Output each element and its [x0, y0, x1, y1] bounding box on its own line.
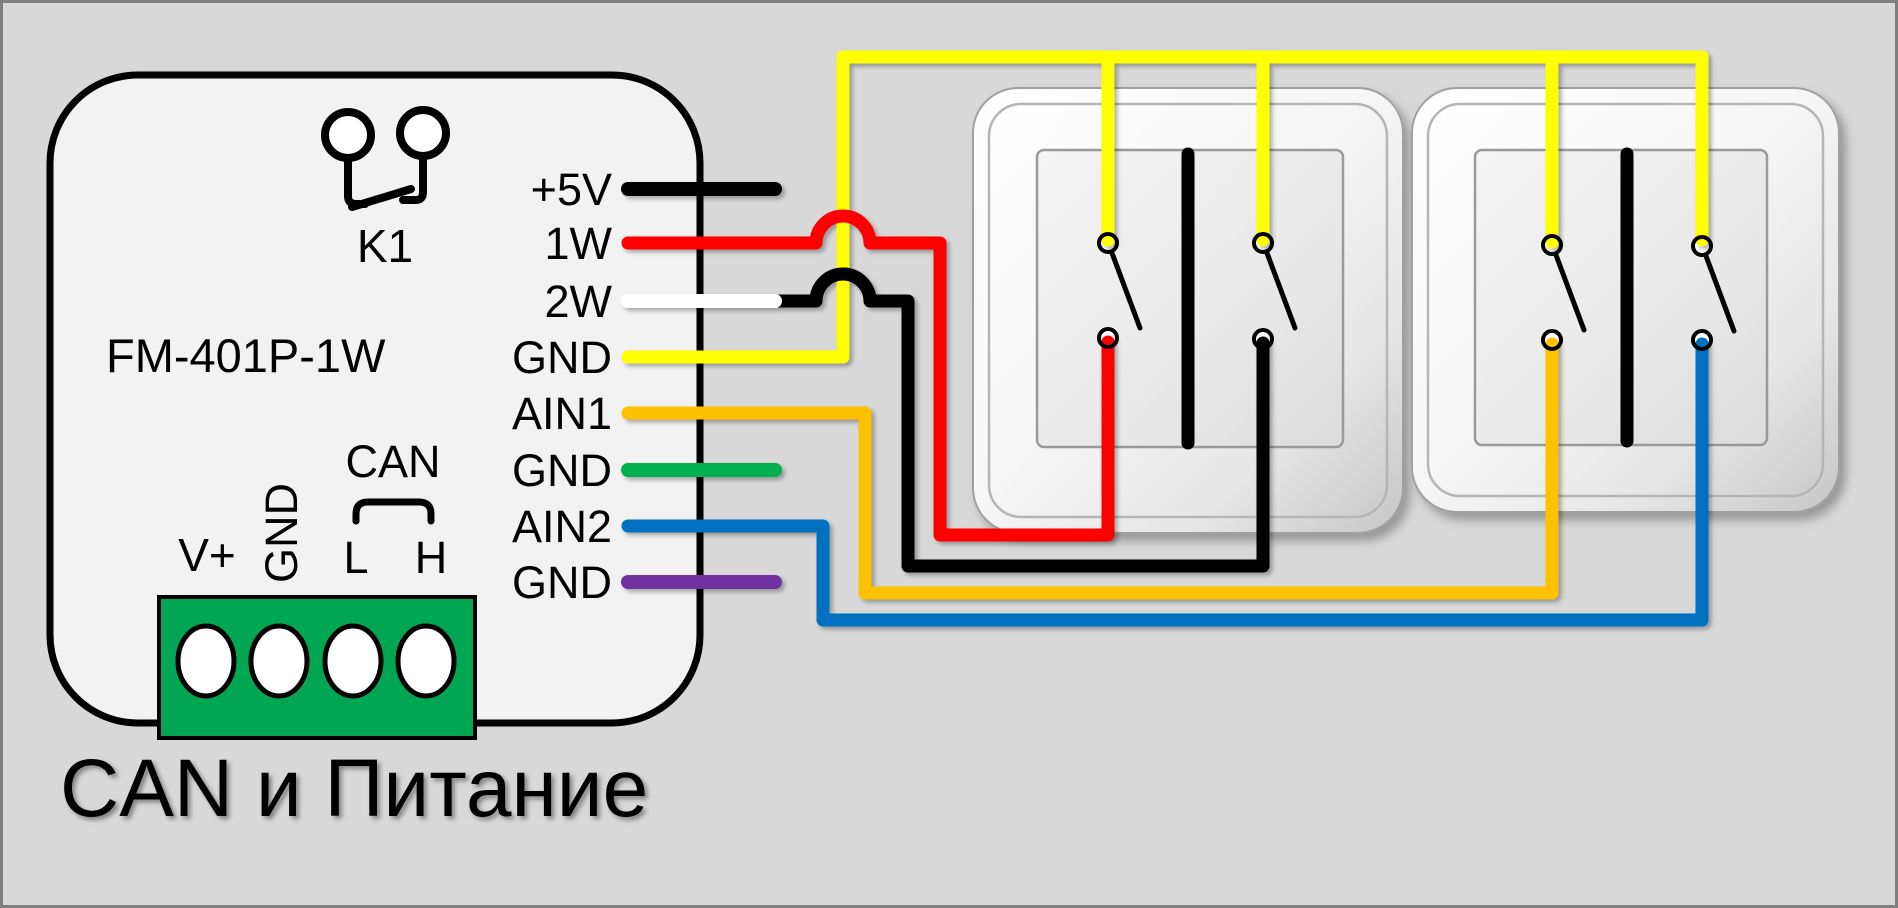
pin-label-ain1: AIN1 — [512, 388, 612, 439]
page-title: CAN и Питание — [60, 743, 648, 834]
terminal-label-can: CAN — [345, 436, 440, 487]
relay-stem-right — [399, 152, 427, 204]
relay-lever — [348, 185, 415, 211]
plate-1-rim — [987, 102, 1389, 519]
terminal-hole-can-l — [322, 623, 384, 699]
can-bracket — [352, 498, 435, 525]
switch-plate-2 — [1411, 87, 1840, 513]
lever-switch2-left — [1553, 252, 1587, 333]
wire-ain1-orange — [621, 337, 1559, 600]
pin-label-gnd1: GND — [512, 332, 612, 383]
switch-plate-1 — [972, 87, 1404, 534]
wire-gnd-yellow-bus — [621, 50, 1709, 364]
module-fm401p — [46, 71, 704, 740]
lever-switch2-right — [1703, 253, 1737, 334]
contact-sw2-right-top — [1691, 235, 1713, 257]
lever-switch1-right — [1264, 250, 1298, 331]
terminal-hole-vplus — [175, 623, 237, 699]
module-texts: K1 FM-401P-1W +5V 1W 2W GND AIN1 GND AIN… — [106, 164, 613, 608]
terminal-label-h: H — [415, 532, 448, 583]
wire-1w-red — [621, 209, 1115, 542]
module-name: FM-401P-1W — [106, 329, 386, 382]
pin-label-2w: 2W — [545, 276, 613, 327]
terminal-hole-gnd — [248, 623, 310, 699]
pin-label-ain2: AIN2 — [512, 501, 612, 552]
contact-sw1-right-top — [1252, 232, 1274, 254]
contact-rings — [1097, 232, 1713, 351]
lever-switch1-left — [1109, 250, 1143, 331]
relay-terminal-left-icon — [321, 108, 375, 162]
contact-sw1-right-bottom — [1252, 328, 1274, 350]
wire-2w-black — [755, 267, 1270, 573]
contact-sw1-left-top — [1097, 232, 1119, 254]
switch-levers — [1109, 250, 1737, 334]
terminal-label-gnd: GND — [256, 483, 307, 583]
pin-label-gnd2: GND — [512, 445, 612, 496]
plate-2-rim — [1426, 102, 1825, 498]
terminal-label-l: L — [343, 532, 368, 583]
terminal-block — [157, 595, 477, 740]
wires — [621, 50, 1709, 627]
relay-k1-symbol — [321, 106, 450, 211]
wire-ain2-blue — [621, 337, 1709, 627]
contact-sw2-left-bottom — [1541, 329, 1563, 351]
contact-sw2-left-top — [1541, 234, 1563, 256]
pin-label-1w: 1W — [545, 218, 613, 269]
relay-terminal-right-icon — [396, 106, 450, 160]
contact-sw2-right-bottom — [1691, 329, 1713, 351]
relay-label: K1 — [357, 220, 413, 272]
terminal-label-vplus: V+ — [178, 529, 236, 581]
pin-label-5v: +5V — [531, 164, 612, 215]
contact-sw1-left-bottom — [1097, 327, 1119, 349]
pin-label-gnd3: GND — [512, 557, 612, 608]
terminal-hole-can-h — [395, 623, 457, 699]
